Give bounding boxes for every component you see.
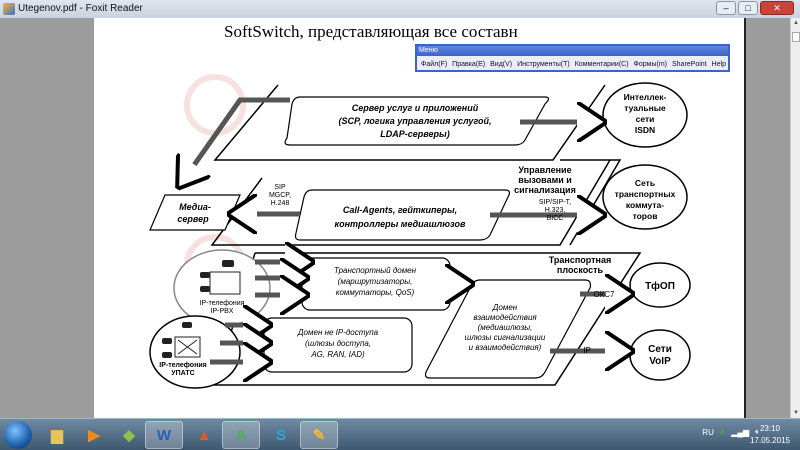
- isdn-label: ISDN: [635, 125, 655, 135]
- isdn-label: сети: [636, 114, 655, 124]
- time: 23:10: [759, 424, 780, 433]
- pstn-label: ТфОП: [645, 280, 675, 292]
- menu-title: Меню: [417, 46, 728, 56]
- control-plane-label: сигнализация: [514, 185, 576, 195]
- control-plane-label: вызовами и: [518, 175, 572, 185]
- voip-label: VoIP: [649, 356, 671, 367]
- non-ip-domain-line: Домен не IP-доступа: [297, 328, 379, 337]
- protocol-label: MGCP,: [269, 192, 291, 199]
- system-tray: RU A ▂▄▆ 🔈︎: [702, 427, 760, 437]
- transport-domain-line: Транспортный домен: [334, 266, 417, 275]
- service-server-box: [284, 96, 550, 146]
- interaction-domain-line: шлюзы сигнализации: [465, 333, 546, 342]
- upats-label: IP-телефония: [159, 362, 206, 369]
- scroll-down-icon[interactable]: ▼: [793, 410, 799, 416]
- media-server-label: сервер: [177, 214, 209, 224]
- ip-pbx-label: IP-PBX: [211, 308, 234, 315]
- transport-plane-label: плоскость: [557, 265, 604, 275]
- menu-item-help[interactable]: Help: [711, 61, 727, 68]
- language-indicator[interactable]: RU: [702, 427, 714, 437]
- explorer-taskbar-icon[interactable]: ▆: [51, 427, 63, 444]
- app-a-taskbar-icon[interactable]: A: [222, 421, 260, 449]
- menu-item-file[interactable]: Файл(F): [421, 61, 448, 68]
- control-plane-label: Управление: [518, 165, 571, 175]
- menu-item-edit[interactable]: Правка(E): [452, 61, 486, 68]
- protocol-label: BICC: [547, 215, 564, 222]
- interaction-domain-line: и взаимодействия): [469, 343, 542, 352]
- transport-domain-line: коммутаторы, QoS): [336, 288, 415, 297]
- network-icon[interactable]: ▂▄▆: [731, 427, 750, 437]
- switches-label: транспортных: [615, 189, 676, 199]
- call-agents-line: контроллеры медиашлюзов: [335, 219, 466, 229]
- matlab-taskbar-icon[interactable]: ▲: [196, 426, 212, 444]
- start-button[interactable]: [4, 421, 32, 449]
- isdn-label: туальные: [624, 103, 666, 113]
- service-server-title: Сервер услуг и приложений: [352, 103, 479, 113]
- interaction-domain-line: Домен: [492, 303, 518, 312]
- protocol-label: SIP: [274, 184, 286, 191]
- service-server-line: (SCP, логика управления услугой,: [338, 116, 491, 126]
- foxit-app-icon: [3, 3, 15, 15]
- skype-taskbar-icon[interactable]: S: [275, 426, 286, 444]
- phone-icons: [162, 260, 241, 358]
- call-agents-box: [294, 189, 511, 241]
- menu-item-comments[interactable]: Комментарии(C): [574, 61, 629, 68]
- maximize-button[interactable]: □: [738, 1, 758, 15]
- non-ip-domain-line: (шлюзы доступа,: [305, 339, 371, 348]
- softswitch-diagram: Сервер услуг и приложений (SCP, логика у…: [149, 74, 691, 389]
- media-server-box: [149, 194, 241, 231]
- protocol-label: H.323,: [545, 207, 566, 214]
- taskbar: ▆ ▶ ◆ W ▲ A S ✎ RU A ▂▄▆ 🔈︎ 23:10 17.05.…: [0, 418, 800, 450]
- call-agents-line: Call-Agents, гейткиперы,: [343, 205, 457, 215]
- arrows: [180, 97, 630, 362]
- interaction-domain-line: (медиашлюзы,: [478, 323, 533, 332]
- switches-label: Сеть: [635, 178, 655, 188]
- non-ip-domain-line: AG, RAN, IAD): [310, 350, 365, 359]
- menu-item-view[interactable]: Вид(V): [490, 61, 513, 68]
- protocol-label: H.248: [271, 200, 290, 207]
- page-border: [744, 18, 746, 418]
- tray-app-icon[interactable]: A: [719, 427, 726, 437]
- menu-item-tools[interactable]: Инструменты(T): [517, 61, 570, 68]
- transport-plane-label: Транспортная: [549, 255, 612, 265]
- voip-label: Сети: [648, 344, 672, 355]
- word-taskbar-icon[interactable]: W: [145, 421, 183, 449]
- transport-domain-line: (маршрутизаторы,: [338, 277, 413, 286]
- switches-label: торов: [633, 211, 658, 221]
- menu-popup: Меню Файл(F) Правка(E) Вид(V) Инструмент…: [415, 44, 730, 72]
- switches-label: коммута-: [626, 200, 664, 210]
- menu-item-forms[interactable]: Формы(m): [633, 61, 667, 68]
- title-bar: Utegenov.pdf - Foxit Reader – □ ✕: [0, 0, 800, 18]
- viewer-background: [0, 18, 94, 418]
- foxit-taskbar-icon[interactable]: ✎: [300, 421, 338, 449]
- volume-icon[interactable]: 🔈︎: [755, 427, 760, 436]
- protocol-label: SIP/SIP-T,: [539, 199, 571, 206]
- scroll-up-icon[interactable]: ▲: [793, 20, 799, 26]
- ip-label: IP: [583, 346, 591, 355]
- media-player-taskbar-icon[interactable]: ▶: [88, 427, 100, 444]
- isdn-label: Интеллек-: [624, 92, 667, 102]
- interaction-domain-line: взаимодействия: [473, 313, 537, 322]
- media-server-label: Медиа-: [179, 202, 211, 212]
- service-server-line: LDAP-серверы): [380, 129, 449, 139]
- ip-pbx-label: IP-телефония: [200, 300, 245, 307]
- menu-item-sharepoint[interactable]: SharePoint: [672, 61, 707, 68]
- clock[interactable]: 23:10 17.05.2015: [750, 423, 790, 447]
- date: 17.05.2015: [749, 436, 790, 445]
- minimize-button[interactable]: –: [716, 1, 736, 15]
- page-heading: SoftSwitch, представляющая все составн: [224, 22, 518, 41]
- app-taskbar-icon[interactable]: ◆: [123, 427, 135, 444]
- upats-label: УПАТС: [171, 370, 194, 377]
- window-title: Utegenov.pdf - Foxit Reader: [18, 3, 143, 14]
- close-button[interactable]: ✕: [760, 1, 794, 15]
- oks7-label: ОКС7: [593, 290, 615, 299]
- cloud-voip: [629, 329, 691, 381]
